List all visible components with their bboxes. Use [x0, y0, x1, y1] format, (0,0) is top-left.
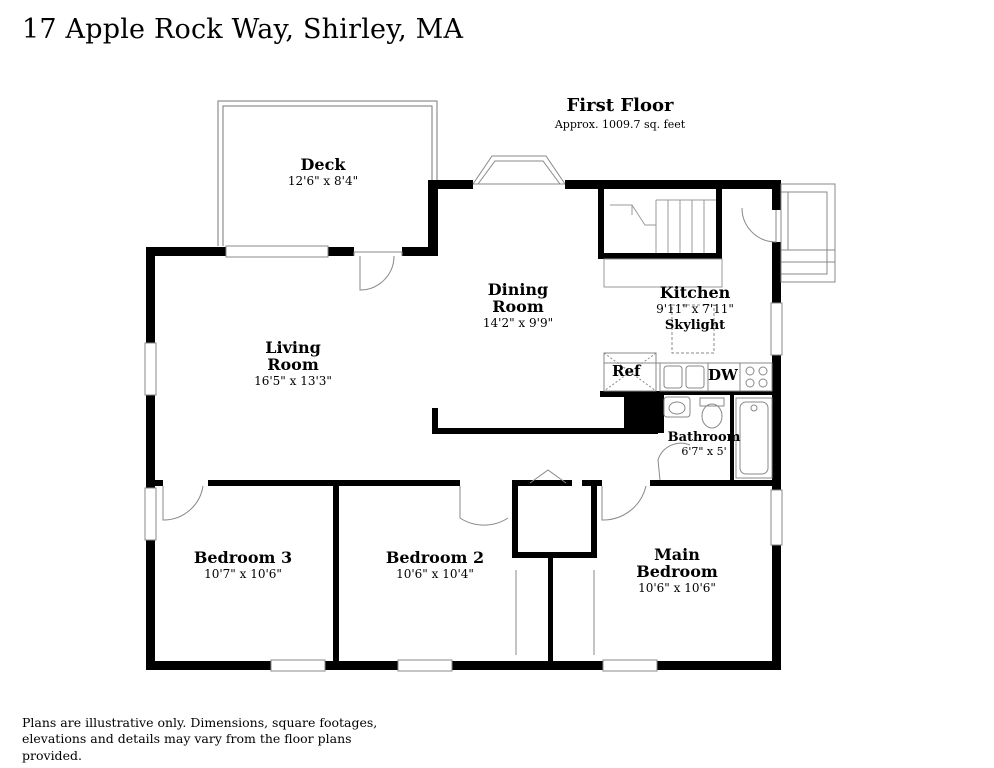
- refrigerator-label: Ref: [612, 362, 641, 380]
- floor-title-block: First Floor Approx. 1009.7 sq. feet: [540, 95, 700, 131]
- room-bedroom-3-name: Bedroom 3: [193, 548, 293, 567]
- room-dining-name-line2: Room: [492, 296, 544, 316]
- room-dining: Dining Room 14'2" x 9'9": [463, 280, 573, 330]
- room-bathroom-name: Bathroom: [667, 430, 741, 445]
- room-dining-name-line1: Dining: [487, 280, 549, 299]
- room-deck: Deck 12'6" x 8'4": [268, 155, 378, 188]
- disclaimer: Plans are illustrative only. Dimensions,…: [22, 715, 402, 764]
- room-deck-dims: 12'6" x 8'4": [287, 173, 359, 188]
- room-dining-dims: 14'2" x 9'9": [482, 315, 554, 330]
- room-living-name-line1: Living: [265, 338, 321, 357]
- room-main-bedroom-name-line1: Main: [654, 545, 700, 564]
- property-address: 17 Apple Rock Way, Shirley, MA: [22, 14, 464, 45]
- room-bedroom-2: Bedroom 2 10'6" x 10'4": [370, 548, 500, 581]
- room-deck-name: Deck: [300, 155, 346, 174]
- exterior-walls: [146, 180, 781, 670]
- room-bedroom-3: Bedroom 3 10'7" x 10'6": [180, 548, 306, 581]
- room-main-bedroom: Main Bedroom 10'6" x 10'6": [622, 545, 732, 595]
- room-living-dims: 16'5" x 13'3": [254, 373, 332, 388]
- kitchen-fixtures: [603, 304, 773, 392]
- disclaimer-line-2: elevations and details may vary from the…: [22, 731, 352, 763]
- stairs: [603, 199, 723, 288]
- room-bathroom-dims: 6'7" x 5': [681, 444, 727, 458]
- room-bathroom: Bathroom 6'7" x 5': [660, 431, 748, 457]
- room-main-bedroom-dims: 10'6" x 10'6": [638, 580, 716, 595]
- room-living: Living Room 16'5" x 13'3": [238, 338, 348, 388]
- deck-outline: [217, 100, 438, 246]
- room-main-bedroom-name-line2: Bedroom: [636, 561, 718, 581]
- doors: [162, 207, 777, 655]
- floor-area: Approx. 1009.7 sq. feet: [554, 118, 686, 131]
- floor-title: First Floor: [566, 95, 674, 116]
- room-bedroom-2-dims: 10'6" x 10'4": [396, 566, 474, 581]
- room-kitchen-note: Skylight: [664, 318, 726, 334]
- room-living-name-line2: Room: [267, 354, 319, 374]
- room-bedroom-3-dims: 10'7" x 10'6": [204, 566, 282, 581]
- bay-window: [472, 155, 566, 185]
- windows: [144, 245, 783, 672]
- outside-steps: [780, 183, 836, 283]
- room-kitchen-dims: 9'11" x 7'11": [656, 301, 734, 316]
- room-kitchen: Kitchen 9'11" x 7'11" Skylight: [640, 283, 750, 334]
- disclaimer-line-1: Plans are illustrative only. Dimensions,…: [22, 715, 378, 730]
- interior-walls: [155, 189, 776, 663]
- dishwasher-label: DW: [708, 366, 738, 384]
- room-bedroom-2-name: Bedroom 2: [385, 548, 485, 567]
- bathroom-fixtures: [663, 396, 773, 479]
- room-kitchen-name: Kitchen: [659, 283, 731, 302]
